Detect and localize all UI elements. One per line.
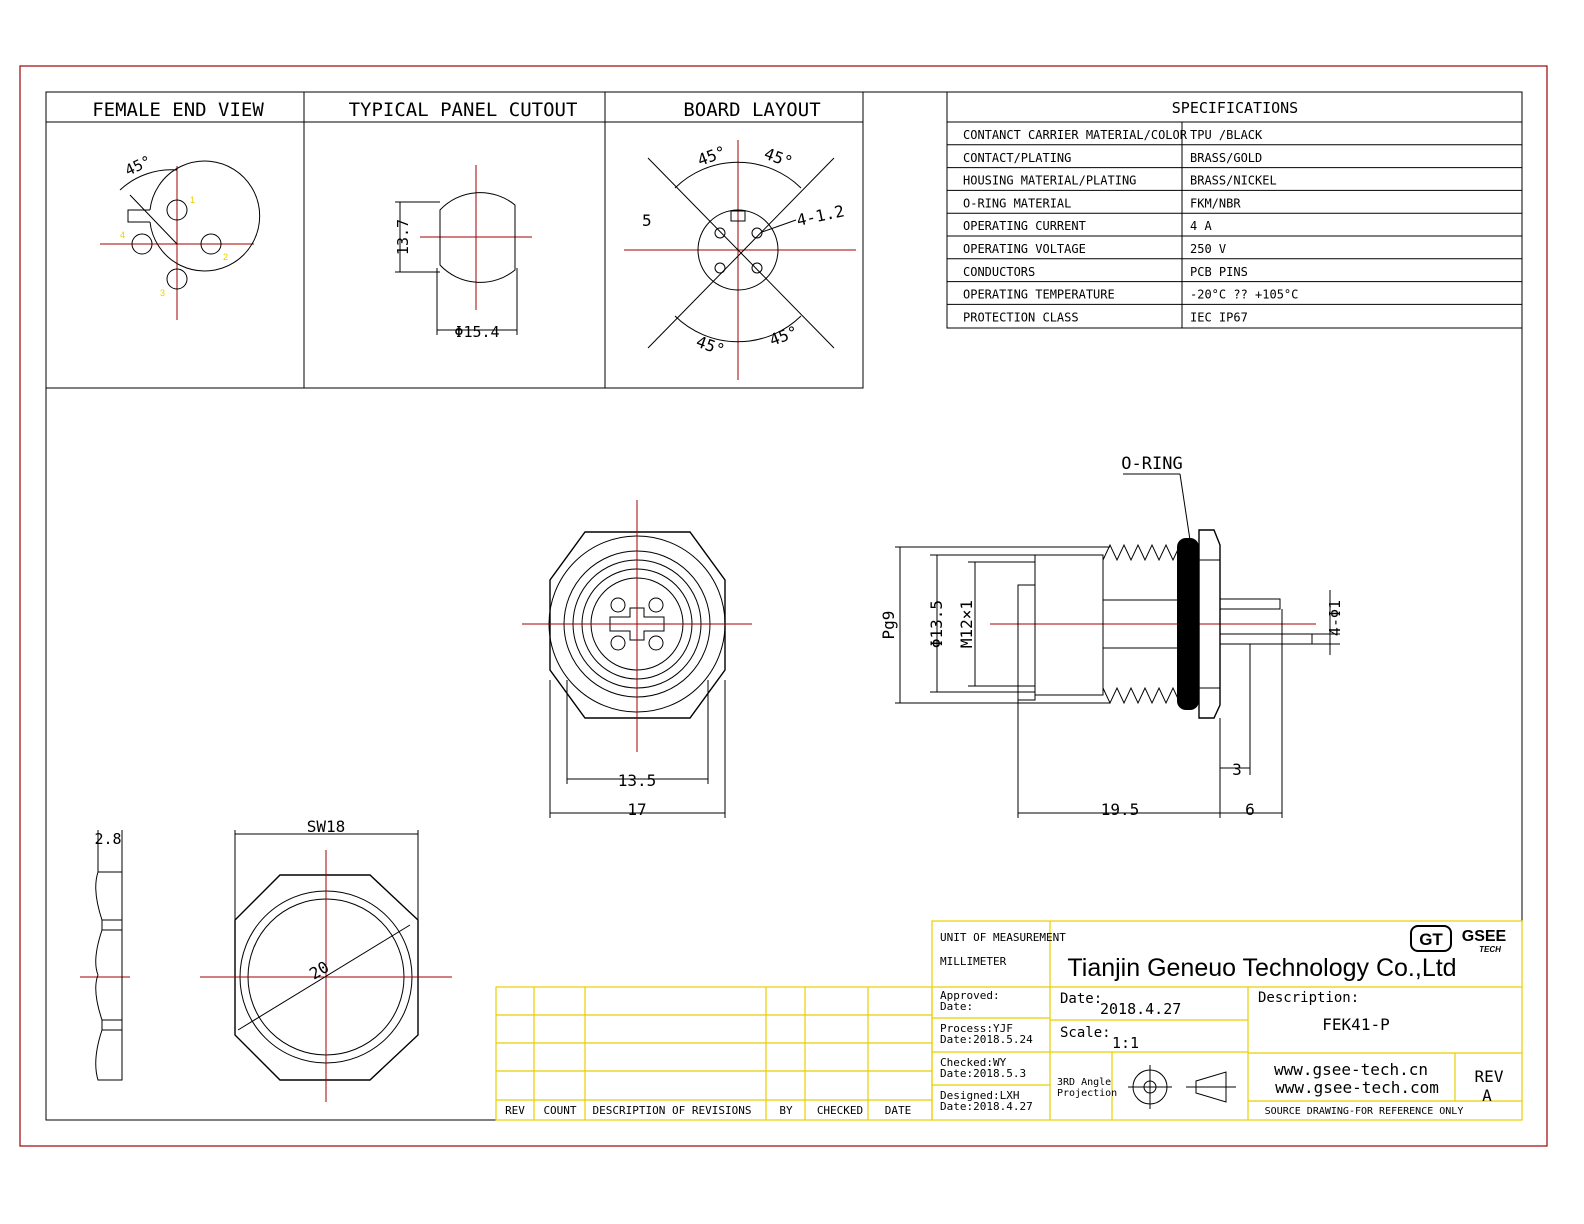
o-ring-label: O-RING <box>1121 454 1182 474</box>
nut-front-view: 20 SW18 <box>200 817 452 1102</box>
process-date: Date:2018.5.24 <box>940 1033 1033 1046</box>
front-view: 13.5 17 <box>522 500 752 819</box>
front-inner-dim: 13.5 <box>618 771 657 790</box>
rev-header: REV <box>505 1104 525 1117</box>
specifications-table: SPECIFICATIONS CONTANCT CARRIER MATERIAL… <box>946 91 1523 329</box>
projection-line-1: 3RD Angle <box>1057 1077 1111 1088</box>
cutout-height-label: 13.7 <box>394 219 412 255</box>
website-cn: www.gsee-tech.cn <box>1274 1060 1428 1079</box>
website-com: www.gsee-tech.com <box>1275 1078 1439 1097</box>
gsee-logo: GT GSEE TECH <box>1410 925 1507 954</box>
board-angle-tl: 45° <box>695 142 729 170</box>
board-center-label: 5 <box>642 211 652 230</box>
pin-label-1: 1 <box>190 195 195 205</box>
spec-value: BRASS/GOLD <box>1190 151 1262 165</box>
checked-label: Checked:WY <box>940 1056 1007 1069</box>
rev-value: A <box>1482 1086 1492 1105</box>
board-layout-view: 45° 45° 45° 45° 4-1.2 5 <box>624 140 856 380</box>
specs-title: SPECIFICATIONS <box>1172 99 1298 117</box>
description-header: DESCRIPTION OF REVISIONS <box>593 1104 752 1117</box>
spec-value: TPU /BLACK <box>1190 128 1263 142</box>
approved-label: Approved: <box>940 989 1000 1002</box>
board-layout-title: BOARD LAYOUT <box>683 99 820 121</box>
side-view: O-RING Pg9 Φ13.5 M12×1 4-Φ1 19.5 6 3 <box>879 454 1344 819</box>
logo-gsee: GSEE <box>1462 928 1507 945</box>
projection-symbol-icon <box>1128 1065 1236 1109</box>
scale-value: 1:1 <box>1112 1034 1139 1052</box>
nut-sw-label: SW18 <box>307 817 346 836</box>
unit-label: UNIT OF MEASUREMENT <box>940 931 1066 944</box>
date-label: Date: <box>1060 991 1102 1007</box>
spec-value: FKM/NBR <box>1190 196 1241 210</box>
by-header: BY <box>779 1104 793 1117</box>
spec-value: BRASS/NICKEL <box>1190 174 1277 188</box>
spec-label: OPERATING CURRENT <box>963 219 1086 233</box>
female-end-view-title: FEMALE END VIEW <box>92 99 264 121</box>
date-header: DATE <box>885 1104 912 1117</box>
pin-diameter-label: 4-Φ1 <box>1326 600 1344 636</box>
spec-value: PCB PINS <box>1190 265 1248 279</box>
nut-profile-view: 2.8 <box>80 830 130 1081</box>
source-note: SOURCE DRAWING-FOR REFERENCE ONLY <box>1265 1106 1464 1117</box>
rev-label: REV <box>1475 1067 1504 1086</box>
scale-label: Scale: <box>1060 1025 1111 1041</box>
nut-diameter-label: 20 <box>306 957 332 983</box>
spec-label: PROTECTION CLASS <box>963 310 1079 324</box>
spec-value: 250 V <box>1190 242 1226 256</box>
female-end-view: 45° 1 2 3 4 <box>100 152 261 320</box>
logo-gt: GT <box>1419 930 1443 949</box>
pin-label-4: 4 <box>120 230 125 240</box>
spec-value: 4 A <box>1190 219 1212 233</box>
title-block: UNIT OF MEASUREMENT MILLIMETER Tianjin G… <box>931 920 1523 1121</box>
female-angle-label: 45° <box>122 152 154 180</box>
pg9-label: Pg9 <box>879 611 898 640</box>
board-holes-label: 4-1.2 <box>795 201 846 230</box>
sheet-border <box>19 65 1548 1147</box>
front-outer-dim: 17 <box>627 800 646 819</box>
top-views: FEMALE END VIEW TYPICAL PANEL CUTOUT BOA… <box>45 91 864 389</box>
description-value: FEK41-P <box>1322 1015 1389 1034</box>
process-label: Process:YJF <box>940 1022 1013 1035</box>
logo-tech: TECH <box>1479 945 1501 954</box>
count-header: COUNT <box>543 1104 576 1117</box>
description-label: Description: <box>1258 990 1359 1006</box>
pin-length-dim: 6 <box>1245 800 1255 819</box>
spec-label: OPERATING VOLTAGE <box>963 242 1086 256</box>
pin-label-3: 3 <box>160 288 165 298</box>
spec-label: CONTACT/PLATING <box>963 151 1071 165</box>
checked-header: CHECKED <box>817 1104 863 1117</box>
board-angle-br: 45° <box>767 322 801 350</box>
pin-label-2: 2 <box>223 252 228 262</box>
designed-date: Date:2018.4.27 <box>940 1100 1033 1113</box>
panel-cutout-view: 13.7 Φ15.4 <box>394 165 532 341</box>
nut-thickness-label: 2.8 <box>94 830 121 848</box>
spec-value: -20°C ?? +105°C <box>1190 288 1298 302</box>
spec-label: HOUSING MATERIAL/PLATING <box>963 174 1136 188</box>
date-value: 2018.4.27 <box>1100 1000 1181 1018</box>
panel-cutout-title: TYPICAL PANEL CUTOUT <box>349 99 578 121</box>
board-angle-bl: 45° <box>694 332 728 360</box>
spec-label: CONTANCT CARRIER MATERIAL/COLOR <box>963 128 1188 142</box>
spec-value: IEC IP67 <box>1190 310 1248 324</box>
unit-value: MILLIMETER <box>940 955 1007 968</box>
checked-date: Date:2018.5.3 <box>940 1067 1026 1080</box>
company-name: Tianjin Geneuo Technology Co.,Ltd <box>1067 954 1456 982</box>
spec-label: O-RING MATERIAL <box>963 196 1071 210</box>
designed-label: Designed:LXH <box>940 1089 1019 1102</box>
side-length-dim: 19.5 <box>1101 800 1140 819</box>
m12-label: M12×1 <box>957 600 976 648</box>
revision-table: REV COUNT DESCRIPTION OF REVISIONS BY CH… <box>495 986 933 1121</box>
projection-line-2: Projection <box>1057 1088 1117 1099</box>
o-ring <box>1177 538 1199 710</box>
spec-label: OPERATING TEMPERATURE <box>963 288 1115 302</box>
cutout-diameter-label: Φ15.4 <box>454 323 499 341</box>
d135-label: Φ13.5 <box>927 600 946 648</box>
approved-date: Date: <box>940 1000 973 1013</box>
pin-pitch-dim: 3 <box>1232 760 1242 779</box>
spec-label: CONDUCTORS <box>963 265 1035 279</box>
